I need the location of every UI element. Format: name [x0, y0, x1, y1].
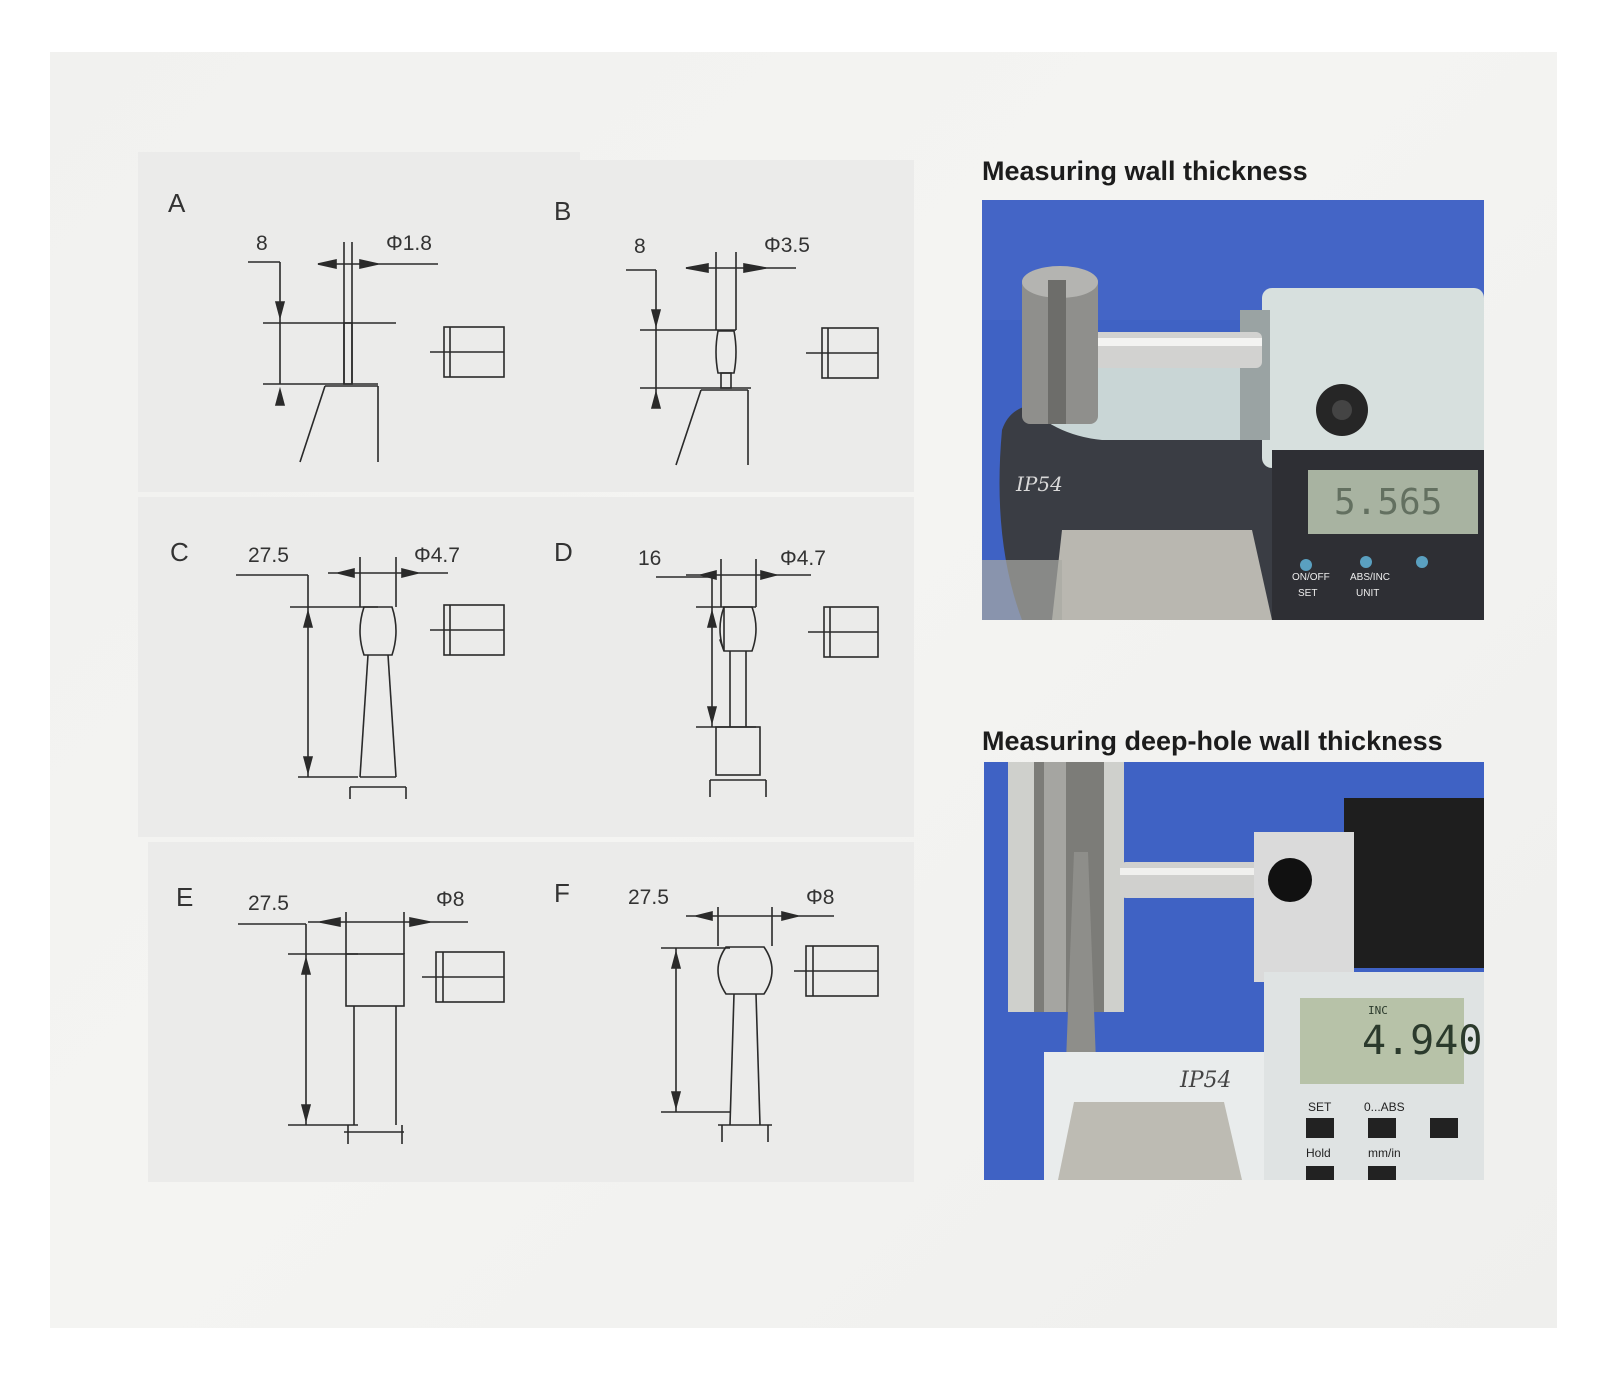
section-heading: Measuring deep-hole wall thickness [982, 726, 1443, 756]
height-dimension-label: 27.5 [628, 886, 669, 909]
height-dimension-label: 8 [256, 232, 268, 255]
diagram-panel-f: F 27.5 Φ8 [536, 842, 914, 1182]
button-label-set: SET [1298, 588, 1318, 599]
catalog-page: A 8 Φ1.8 [50, 52, 1557, 1328]
button-label-unit: UNIT [1356, 588, 1380, 599]
diameter-dimension-label: Φ3.5 [764, 234, 810, 257]
diameter-dimension-label: Φ4.7 [780, 547, 826, 570]
button-label-zero-abs: 0...ABS [1364, 1100, 1405, 1114]
micrometer-deep-hole-illustration [984, 762, 1484, 1180]
button-label-set: SET [1308, 1100, 1332, 1114]
height-dimension-label: 8 [634, 235, 646, 258]
button-label-mm-in: mm/in [1368, 1146, 1401, 1160]
model-mark: IP54 [1180, 1068, 1232, 1093]
panel-label: D [554, 537, 573, 567]
panel-label: C [170, 537, 189, 567]
diagram-panel-b: B 8 Φ3.5 [536, 160, 914, 492]
anvil-drawing-a [248, 242, 505, 463]
diameter-dimension-label: Φ1.8 [386, 232, 432, 255]
anvil-drawing-e [238, 912, 505, 1144]
model-mark: IP54 [1016, 472, 1063, 496]
diagram-panel-d: D 16 Φ4.7 [536, 497, 914, 837]
display-reading: 5.565 [1334, 482, 1443, 523]
anvil-drawing-c [236, 557, 505, 799]
display-mode: INC [1368, 1004, 1388, 1017]
diameter-dimension-label: Φ8 [806, 886, 835, 909]
diagram-panel-a: A 8 Φ1.8 [138, 152, 580, 492]
panel-label: A [168, 188, 186, 218]
button-label-hold: Hold [1306, 1146, 1331, 1160]
anvil-drawing-b [626, 252, 879, 466]
diagram-panel-e: E 27.5 Φ8 [148, 842, 580, 1182]
photo-wall-thickness: IP54 5.565 ON/OFF SET ABS/INC UNIT [982, 200, 1484, 620]
height-dimension-label: 27.5 [248, 544, 289, 567]
diameter-dimension-label: Φ8 [436, 888, 465, 911]
panel-label: F [554, 878, 570, 908]
photo-deep-hole-wall-thickness: INC 4.940 IP54 SET 0...ABS Hold mm/in [984, 762, 1484, 1180]
anvil-drawing-f [661, 907, 879, 1142]
panel-label: B [554, 196, 572, 226]
anvil-drawing-d [656, 559, 879, 797]
height-dimension-label: 16 [638, 547, 662, 570]
height-dimension-label: 27.5 [248, 892, 289, 915]
display-reading: 4.940 [1362, 1018, 1483, 1064]
diameter-dimension-label: Φ4.7 [414, 544, 460, 567]
section-heading: Measuring wall thickness [982, 156, 1308, 186]
diagram-panel-c: C 27.5 Φ4.7 [138, 497, 580, 837]
button-label-on-off: ON/OFF [1292, 572, 1330, 583]
micrometer-photo-illustration [982, 200, 1484, 620]
panel-label: E [176, 882, 194, 912]
button-label-abs-inc: ABS/INC [1350, 572, 1391, 583]
